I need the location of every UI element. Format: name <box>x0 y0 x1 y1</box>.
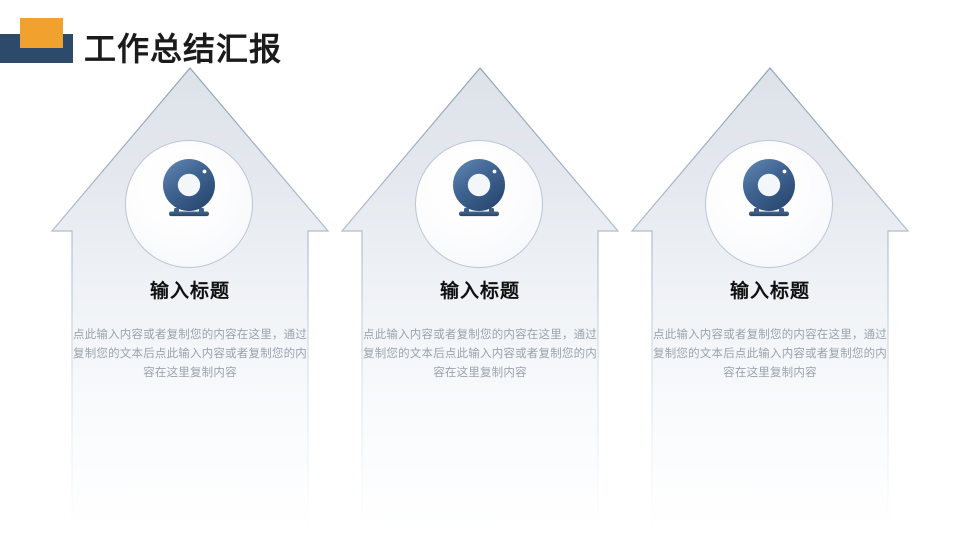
logo-orange-bar-icon <box>20 18 63 48</box>
card-title: 输入标题 <box>729 281 810 302</box>
icon-badge <box>415 140 545 270</box>
arrow-shape-icon <box>340 67 620 531</box>
webcam-icon <box>453 159 505 217</box>
slide-header: 工作总结汇报 <box>0 0 960 90</box>
webcam-icon <box>743 159 795 217</box>
page-title: 工作总结汇报 <box>84 31 283 67</box>
arrow-shape-icon <box>630 67 910 531</box>
arrow-card[interactable]: 输入标题 点此输入内容或者复制您的内容在这里，通过复制您的文本后点此输入内容或者… <box>620 0 920 540</box>
arrow-card[interactable]: 输入标题 点此输入内容或者复制您的内容在这里，通过复制您的文本后点此输入内容或者… <box>330 0 630 540</box>
card-body-text: 点此输入内容或者复制您的内容在这里，通过复制您的文本后点此输入内容或者复制您的内… <box>363 329 597 379</box>
card-body-text: 点此输入内容或者复制您的内容在这里，通过复制您的文本后点此输入内容或者复制您的内… <box>653 329 887 379</box>
icon-badge <box>125 140 255 270</box>
arrow-card[interactable]: 输入标题 点此输入内容或者复制您的内容在这里，通过复制您的文本后点此输入内容或者… <box>40 0 340 540</box>
logo-mark <box>0 18 73 63</box>
icon-badge <box>705 140 835 270</box>
card-body-text: 点此输入内容或者复制您的内容在这里，通过复制您的文本后点此输入内容或者复制您的内… <box>73 329 307 379</box>
webcam-icon <box>163 159 215 217</box>
arrow-shape-icon <box>50 67 330 531</box>
card-title: 输入标题 <box>149 281 230 302</box>
card-title: 输入标题 <box>439 281 520 302</box>
